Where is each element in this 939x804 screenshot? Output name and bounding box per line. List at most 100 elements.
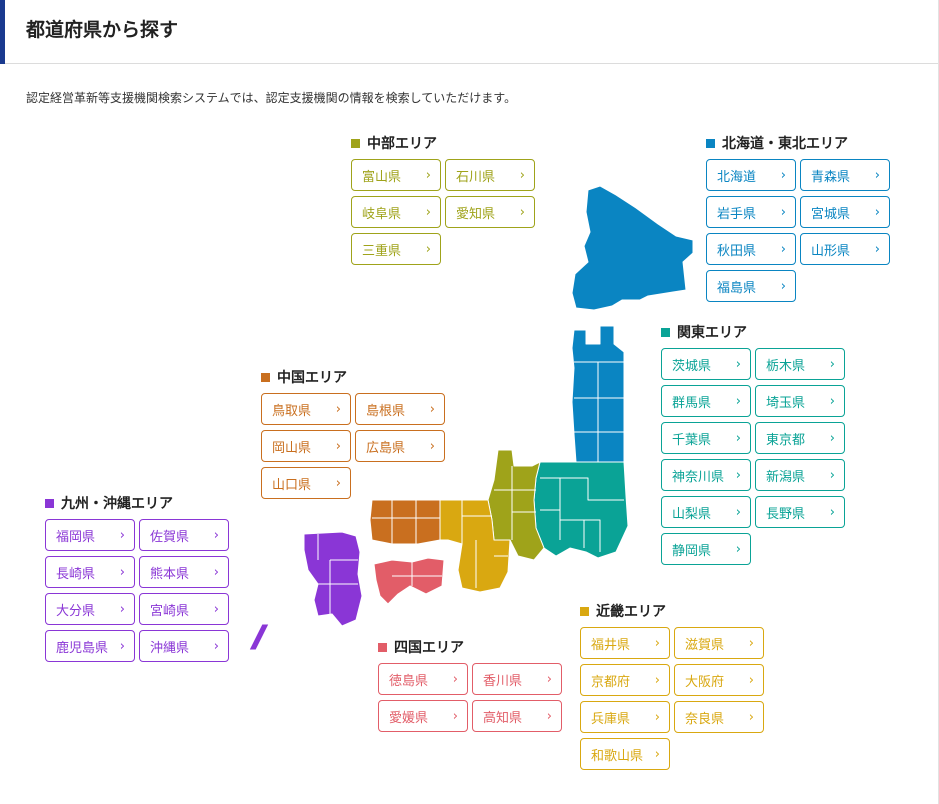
chevron-right-icon: › — [748, 672, 754, 688]
pref-button[interactable]: 新潟県› — [755, 459, 845, 491]
pref-label: 東京都 — [766, 432, 806, 448]
pref-button[interactable]: 兵庫県› — [580, 701, 670, 733]
pref-button[interactable]: 北海道› — [706, 159, 796, 191]
map-kyushu — [303, 531, 363, 627]
pref-button[interactable]: 島根県 › — [355, 393, 445, 425]
pref-button[interactable]: 愛知県› — [445, 196, 535, 228]
pref-label: 山形県 — [811, 243, 851, 259]
area-title-chubu: 中部エリア — [351, 133, 535, 153]
pref-button[interactable]: 石川県› — [445, 159, 535, 191]
pref-label: 島根県 — [366, 403, 406, 419]
pref-button[interactable]: 三重県› — [351, 233, 441, 265]
pref-button[interactable]: 長崎県› — [45, 556, 135, 588]
pref-button[interactable]: 埼玉県› — [755, 385, 845, 417]
area-chugoku: 中国エリア 鳥取県›島根県›岡山県›広島県›山口県› — [261, 367, 445, 499]
chevron-right-icon: › — [429, 401, 435, 417]
chevron-right-icon: › — [735, 541, 741, 557]
pref-label: 宮崎県 — [150, 603, 190, 619]
map-kinki — [439, 499, 511, 593]
chevron-right-icon: › — [119, 527, 125, 543]
pref-button[interactable]: 沖縄県› — [139, 630, 229, 662]
pref-button[interactable]: 岡山県› — [261, 430, 351, 462]
pref-button[interactable]: 宮城県› — [800, 196, 890, 228]
chevron-right-icon: › — [735, 504, 741, 520]
chevron-right-icon: › — [735, 393, 741, 409]
area-marker — [351, 138, 360, 148]
pref-label: 和歌山県 — [591, 748, 644, 764]
chevron-right-icon: › — [654, 672, 660, 688]
pref-button[interactable]: 福井県› — [580, 627, 670, 659]
pref-label: 富山県 — [362, 169, 402, 185]
chevron-right-icon: › — [119, 564, 125, 580]
pref-label: 鹿児島県 — [56, 640, 109, 656]
pref-button[interactable]: 東京都› — [755, 422, 845, 454]
pref-button[interactable]: 秋田県› — [706, 233, 796, 265]
pref-button[interactable]: 神奈川県› — [661, 459, 751, 491]
pref-label: 高知県 — [483, 710, 523, 726]
pref-button[interactable]: 香川県› — [472, 663, 562, 695]
pref-button[interactable]: 岐阜県› — [351, 196, 441, 228]
pref-button[interactable]: 熊本県› — [139, 556, 229, 588]
pref-label: 香川県 — [483, 673, 523, 689]
pref-button[interactable]: 山梨県› — [661, 496, 751, 528]
chevron-right-icon: › — [425, 204, 431, 220]
pref-grid: 富山県 › 石川県›岐阜県›愛知県›三重県› — [351, 159, 535, 265]
area-marker — [378, 642, 387, 652]
pref-button[interactable]: 広島県› — [355, 430, 445, 462]
pref-label: 広島県 — [366, 440, 406, 456]
area-chubu: 中部エリア 富山県 › 石川県›岐阜県›愛知県›三重県› — [351, 133, 535, 265]
pref-label: 愛媛県 — [389, 710, 429, 726]
area-title-text: 近畿エリア — [596, 604, 666, 620]
pref-button[interactable]: 滋賀県› — [674, 627, 764, 659]
pref-label: 神奈川県 — [672, 469, 725, 485]
pref-button[interactable]: 宮崎県› — [139, 593, 229, 625]
area-title-shikoku: 四国エリア — [378, 637, 562, 657]
chevron-right-icon: › — [425, 167, 431, 183]
pref-button[interactable]: 山形県 › — [800, 233, 890, 265]
pref-label: 栃木県 — [766, 358, 806, 374]
pref-button[interactable]: 岩手県› — [706, 196, 796, 228]
area-title-hokkaido-tohoku: 北海道・東北エリア — [706, 133, 890, 153]
area-kanto: 関東エリア 茨城県›栃木県›群馬県›埼玉県›千葉県›東京都›神奈川県›新潟県›山… — [661, 322, 845, 565]
pref-button[interactable]: 静岡県› — [661, 533, 751, 565]
pref-button[interactable]: 大阪府› — [674, 664, 764, 696]
area-marker — [261, 372, 270, 382]
pref-button[interactable]: 福岡県 › — [45, 519, 135, 551]
pref-button[interactable]: 富山県 › — [351, 159, 441, 191]
pref-button[interactable]: 徳島県› — [378, 663, 468, 695]
pref-button[interactable]: 愛媛県› — [378, 700, 468, 732]
pref-button[interactable]: 京都府› — [580, 664, 670, 696]
pref-label: 福岡県 — [56, 529, 96, 545]
pref-button[interactable]: 高知県› — [472, 700, 562, 732]
pref-grid: 北海道›青森県›岩手県›宮城県›秋田県› 山形県 › 福島県 › — [706, 159, 890, 302]
pref-label: 福島県 — [717, 280, 757, 296]
area-title-kanto: 関東エリア — [661, 322, 845, 342]
pref-label: 岩手県 — [717, 206, 757, 222]
chevron-right-icon: › — [874, 241, 880, 257]
pref-button[interactable]: 福島県 › — [706, 270, 796, 302]
pref-button[interactable]: 鹿児島県› — [45, 630, 135, 662]
pref-label: 千葉県 — [672, 432, 712, 448]
pref-button[interactable]: 奈良県› — [674, 701, 764, 733]
area-title-text: 九州・沖縄エリア — [61, 496, 173, 512]
pref-button[interactable]: 和歌山県› — [580, 738, 670, 770]
pref-button[interactable]: 栃木県 › — [755, 348, 845, 380]
map-shikoku — [373, 557, 445, 605]
pref-button[interactable]: 千葉県› — [661, 422, 751, 454]
pref-label: 滋賀県 — [685, 637, 725, 653]
pref-button[interactable]: 長野県› — [755, 496, 845, 528]
pref-button[interactable]: 大分県› — [45, 593, 135, 625]
page-title: 都道府県から探す — [26, 19, 179, 41]
pref-button[interactable]: 山口県› — [261, 467, 351, 499]
chevron-right-icon: › — [829, 356, 835, 372]
pref-button[interactable]: 青森県› — [800, 159, 890, 191]
area-title-kyushu-okinawa: 九州・沖縄エリア — [45, 493, 229, 513]
pref-button[interactable]: 鳥取県› — [261, 393, 351, 425]
chevron-right-icon: › — [780, 278, 786, 294]
area-shikoku: 四国エリア 徳島県›香川県›愛媛県›高知県› — [378, 637, 562, 732]
pref-button[interactable]: 佐賀県› — [139, 519, 229, 551]
pref-button[interactable]: 群馬県› — [661, 385, 751, 417]
pref-button[interactable]: 茨城県› — [661, 348, 751, 380]
map-chugoku — [369, 499, 441, 545]
